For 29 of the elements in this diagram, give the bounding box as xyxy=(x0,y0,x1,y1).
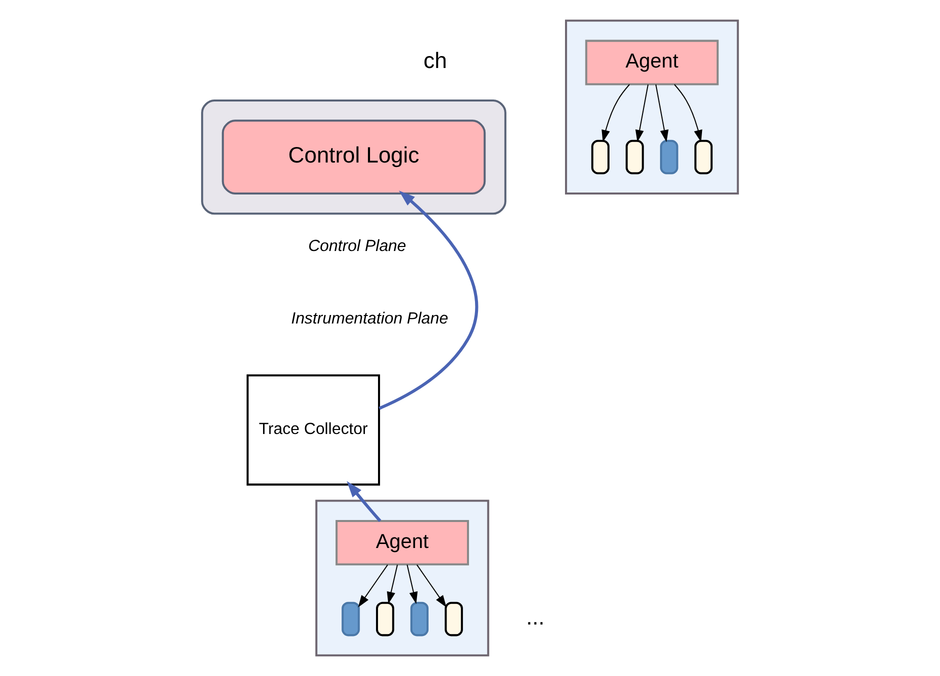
label: ch xyxy=(424,48,447,74)
arrow xyxy=(346,481,382,522)
node-bar xyxy=(376,602,394,636)
node-box: Control Logic xyxy=(222,120,486,194)
arrow xyxy=(674,84,702,142)
label: Control Plane xyxy=(308,236,406,255)
cluster xyxy=(565,20,739,194)
label: Instrumentation Plane xyxy=(291,310,448,328)
cluster xyxy=(315,500,490,656)
arrow xyxy=(602,84,630,142)
arrow xyxy=(416,564,446,608)
arrow xyxy=(406,564,418,604)
node-bar xyxy=(660,140,678,174)
arrow xyxy=(655,84,668,142)
node-bar xyxy=(626,140,644,174)
label: ... xyxy=(526,604,545,630)
arrow xyxy=(378,190,478,410)
node-bar xyxy=(591,140,610,174)
node-box: Agent xyxy=(585,40,719,86)
arrow xyxy=(358,564,388,608)
arrow xyxy=(635,84,649,142)
cluster xyxy=(201,99,506,215)
arrow xyxy=(386,564,398,604)
node-bar xyxy=(694,140,713,174)
node-bar xyxy=(410,602,429,636)
node-box: Agent xyxy=(336,520,469,566)
node-bar xyxy=(444,602,463,636)
node-bar xyxy=(342,602,360,636)
node-box: Trace Collector xyxy=(246,374,380,486)
